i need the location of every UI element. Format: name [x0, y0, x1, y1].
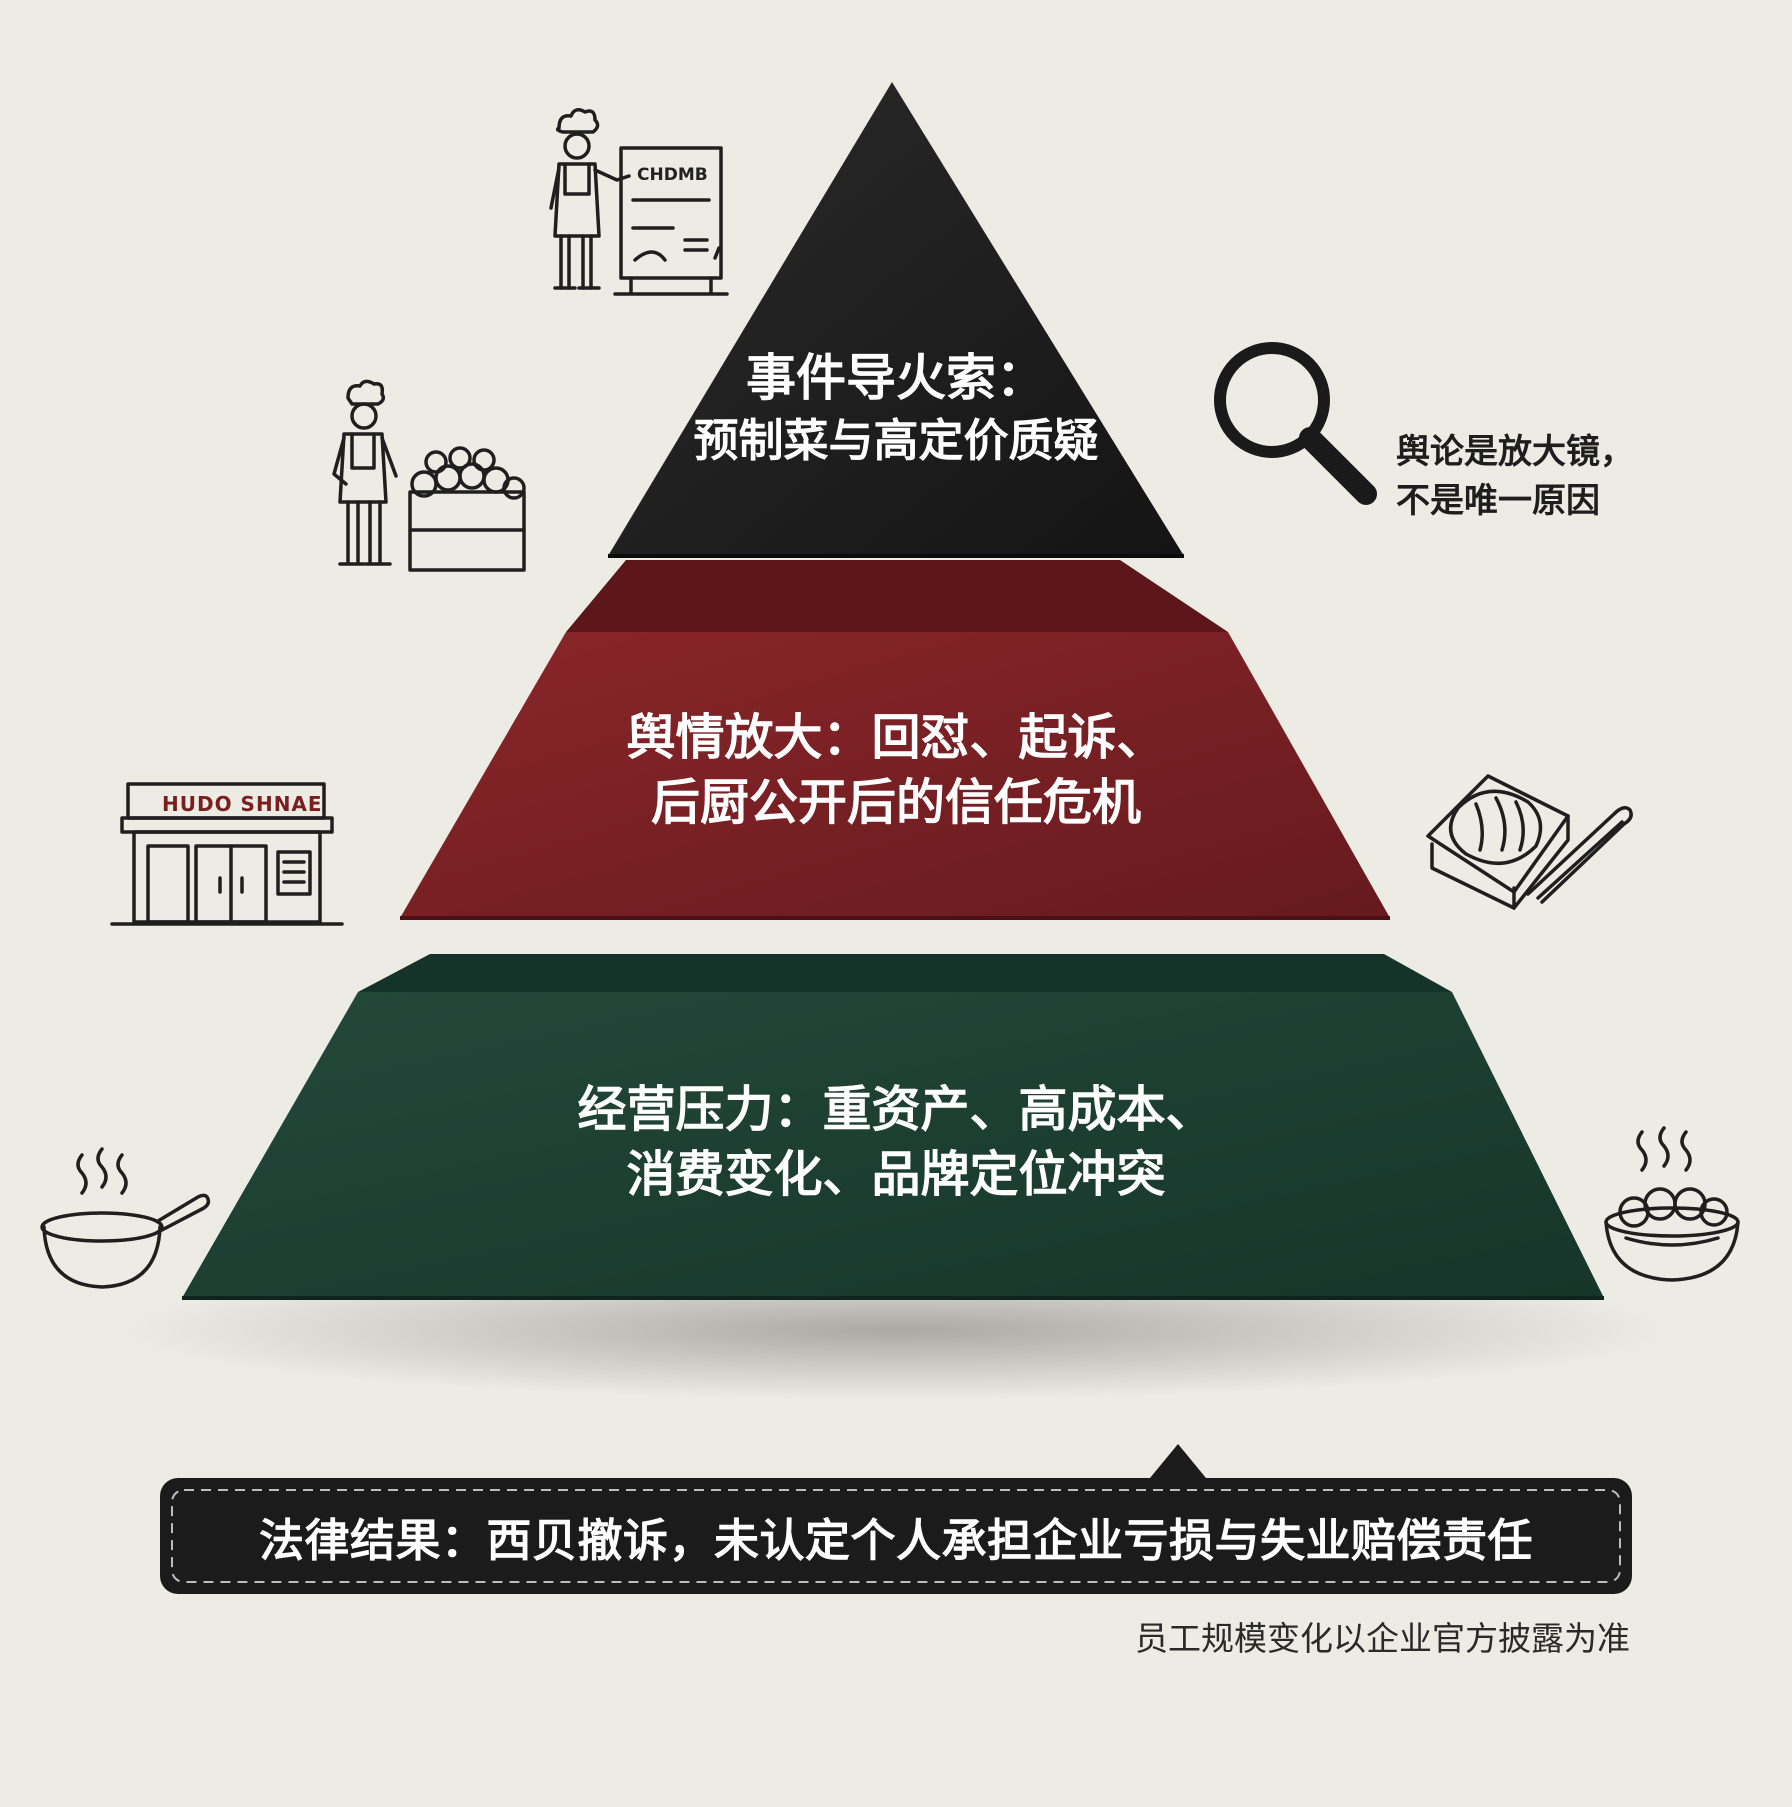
bottom-tier-label: 经营压力：重资产、高成本、 消费变化、品牌定位冲突: [300, 1078, 1492, 1207]
middle-tier-line2: 后厨公开后的信任危机: [650, 773, 1141, 831]
storefront-icon: [110, 782, 344, 926]
middle-tier-label: 舆情放大：回怼、起诉、 后厨公开后的信任危机: [450, 706, 1342, 835]
bottom-tier-line2: 消费变化、品牌定位冲突: [626, 1145, 1166, 1203]
side-note-line1: 舆论是放大镜，: [1396, 432, 1634, 472]
chef-with-crate-icon: [332, 379, 526, 572]
steaming-bowl-icon: [1604, 1126, 1740, 1282]
bottom-tier: [182, 992, 1604, 1298]
steaming-pot-icon: [40, 1147, 211, 1289]
middle-tier-top-face: [566, 560, 1228, 632]
chef-board-label: CHDMB: [637, 165, 708, 185]
chef-presenting-icon: [549, 108, 729, 296]
food-container-icon: [1426, 774, 1633, 910]
middle-tier-line1: 舆情放大：回怼、起诉、: [626, 709, 1166, 766]
bottom-tier-top-face: [358, 954, 1452, 992]
top-tier: [608, 82, 1184, 556]
caption-text: 法律结果：西贝撤诉，未认定个人承担企业亏损与失业赔偿责任: [258, 1513, 1533, 1567]
middle-tier: [400, 632, 1390, 918]
top-tier-label: 事件导火索： 预制菜与高定价质疑: [600, 345, 1192, 470]
top-tier-title: 事件导火索：: [746, 349, 1046, 407]
bottom-tier-line1: 经营压力：重资产、高成本、: [577, 1081, 1215, 1138]
magnifying-glass-icon: [1214, 342, 1377, 505]
side-note-line2: 不是唯一原因: [1396, 481, 1600, 522]
footnote: 员工规模变化以企业官方披露为准: [1135, 1619, 1630, 1658]
store-sign-label: HUDO SHNAE: [162, 792, 323, 816]
top-tier-subtitle: 预制菜与高定价质疑: [693, 414, 1099, 467]
side-note: 舆论是放大镜， 不是唯一原因: [1396, 428, 1634, 527]
